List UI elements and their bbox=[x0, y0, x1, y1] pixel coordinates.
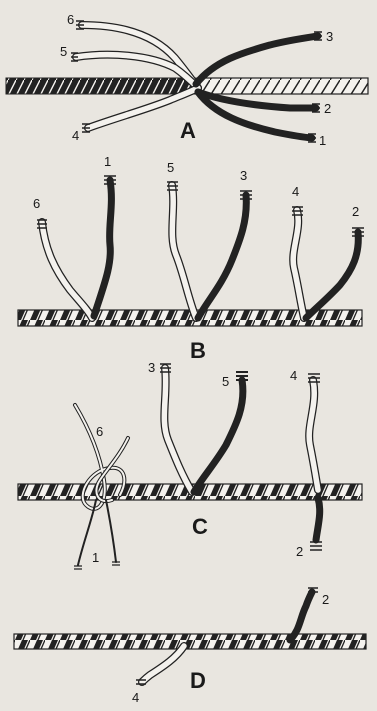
panel-c-strand-2 bbox=[310, 498, 322, 550]
panel-c-label-5: 5 bbox=[222, 374, 229, 389]
panel-a-letter: A bbox=[180, 118, 196, 143]
panel-d-strand-2 bbox=[290, 588, 318, 640]
panel-d: 2 4 D bbox=[14, 588, 366, 705]
panel-b-strand-4 bbox=[292, 207, 304, 318]
panel-c-letter: C bbox=[192, 514, 208, 539]
panel-b-label-4: 4 bbox=[292, 184, 299, 199]
panel-b-strand-6 bbox=[37, 220, 92, 318]
panel-b-label-1: 1 bbox=[104, 154, 111, 169]
panel-b: 6 1 5 3 4 2 B bbox=[18, 154, 364, 363]
panel-a-label-3: 3 bbox=[326, 29, 333, 44]
panel-a-rope-dark bbox=[6, 78, 196, 94]
panel-c-strand-3 bbox=[160, 364, 192, 492]
panel-c-label-6: 6 bbox=[96, 424, 103, 439]
panel-c-strand-4 bbox=[308, 374, 320, 490]
panel-a-label-5: 5 bbox=[60, 44, 67, 59]
panel-b-label-2: 2 bbox=[352, 204, 359, 219]
panel-b-strand-1 bbox=[94, 176, 116, 316]
panel-b-label-5: 5 bbox=[167, 160, 174, 175]
panel-c-label-4: 4 bbox=[290, 368, 297, 383]
panel-b-strand-3 bbox=[198, 191, 252, 318]
panel-a: 6 5 4 3 2 1 A bbox=[6, 12, 368, 148]
panel-d-label-2: 2 bbox=[322, 592, 329, 607]
panel-a-label-1: 1 bbox=[319, 133, 326, 148]
panel-c-strand-5 bbox=[194, 372, 248, 492]
panel-b-label-3: 3 bbox=[240, 168, 247, 183]
panel-c-label-2: 2 bbox=[296, 544, 303, 559]
panel-b-label-6: 6 bbox=[33, 196, 40, 211]
panel-d-letter: D bbox=[190, 668, 206, 693]
panel-d-label-4: 4 bbox=[132, 690, 139, 705]
panel-d-rope bbox=[14, 634, 366, 649]
panel-a-strand-3 bbox=[196, 32, 322, 84]
panel-a-label-2: 2 bbox=[324, 101, 331, 116]
panel-b-letter: B bbox=[190, 338, 206, 363]
panel-b-strand-2 bbox=[306, 228, 364, 318]
panel-b-strand-5 bbox=[167, 182, 196, 318]
panel-d-strand-4 bbox=[136, 646, 184, 684]
panel-c-label-3: 3 bbox=[148, 360, 155, 375]
panel-a-label-6: 6 bbox=[67, 12, 74, 27]
panel-c-label-1: 1 bbox=[92, 550, 99, 565]
panel-c: 6 1 3 5 4 2 C bbox=[18, 360, 362, 569]
panel-a-label-4: 4 bbox=[72, 128, 79, 143]
panel-a-rope-light bbox=[200, 78, 368, 94]
